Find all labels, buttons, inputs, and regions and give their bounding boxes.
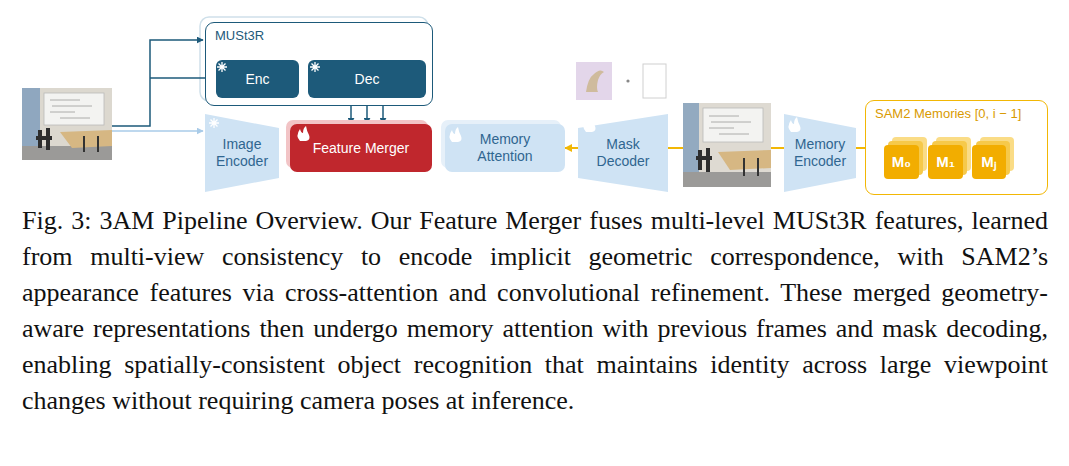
process-box: Dec bbox=[308, 60, 426, 98]
node-label: Mⱼ bbox=[981, 153, 997, 171]
group-title: MUSt3R bbox=[215, 28, 264, 44]
node-label: Mask Decoder bbox=[585, 136, 661, 170]
figure-caption: Fig. 3: 3AM Pipeline Overview. Our Featu… bbox=[22, 203, 1048, 419]
prompt-icon bbox=[576, 62, 666, 100]
input-wire bbox=[112, 40, 203, 126]
decoder-trapezoid: Mask Decoder bbox=[578, 114, 668, 192]
output-photo bbox=[683, 103, 771, 187]
outline-polygon bbox=[578, 114, 668, 192]
module-frame: Enc Dec MUSt3R bbox=[205, 22, 433, 106]
encoder-trapezoid: Memory Encoder bbox=[784, 114, 856, 192]
input-photo bbox=[22, 88, 112, 160]
node-label: Memory Encoder bbox=[791, 136, 849, 170]
process-box: Feature Merger bbox=[290, 124, 432, 172]
memory-slot: M₀ bbox=[884, 145, 919, 179]
group-title: SAM2 Memories [0, i − 1] bbox=[875, 106, 1021, 122]
input-wire bbox=[150, 77, 213, 79]
node-label: M₁ bbox=[936, 153, 955, 171]
outline-polygon bbox=[784, 114, 856, 192]
node-label: Memory Attention bbox=[458, 131, 552, 165]
encoder-trapezoid: Image Encoder bbox=[205, 114, 279, 192]
process-box: Memory Attention bbox=[445, 124, 565, 172]
memory-slot: M₁ bbox=[928, 145, 963, 179]
input-wire bbox=[112, 130, 203, 132]
memory-slot: Mⱼ bbox=[972, 145, 1006, 179]
node-label: Dec bbox=[355, 71, 380, 88]
node-label: M₀ bbox=[892, 153, 911, 171]
node-label: Image Encoder bbox=[212, 136, 272, 170]
process-box: Enc bbox=[216, 60, 299, 98]
node-label: Enc bbox=[245, 71, 269, 88]
node-label: Feature Merger bbox=[313, 140, 409, 157]
memory-bank: M₀ M₁ Mⱼ SAM2 Memories [0, i − 1] bbox=[865, 100, 1048, 195]
outline-polygon bbox=[205, 114, 279, 192]
